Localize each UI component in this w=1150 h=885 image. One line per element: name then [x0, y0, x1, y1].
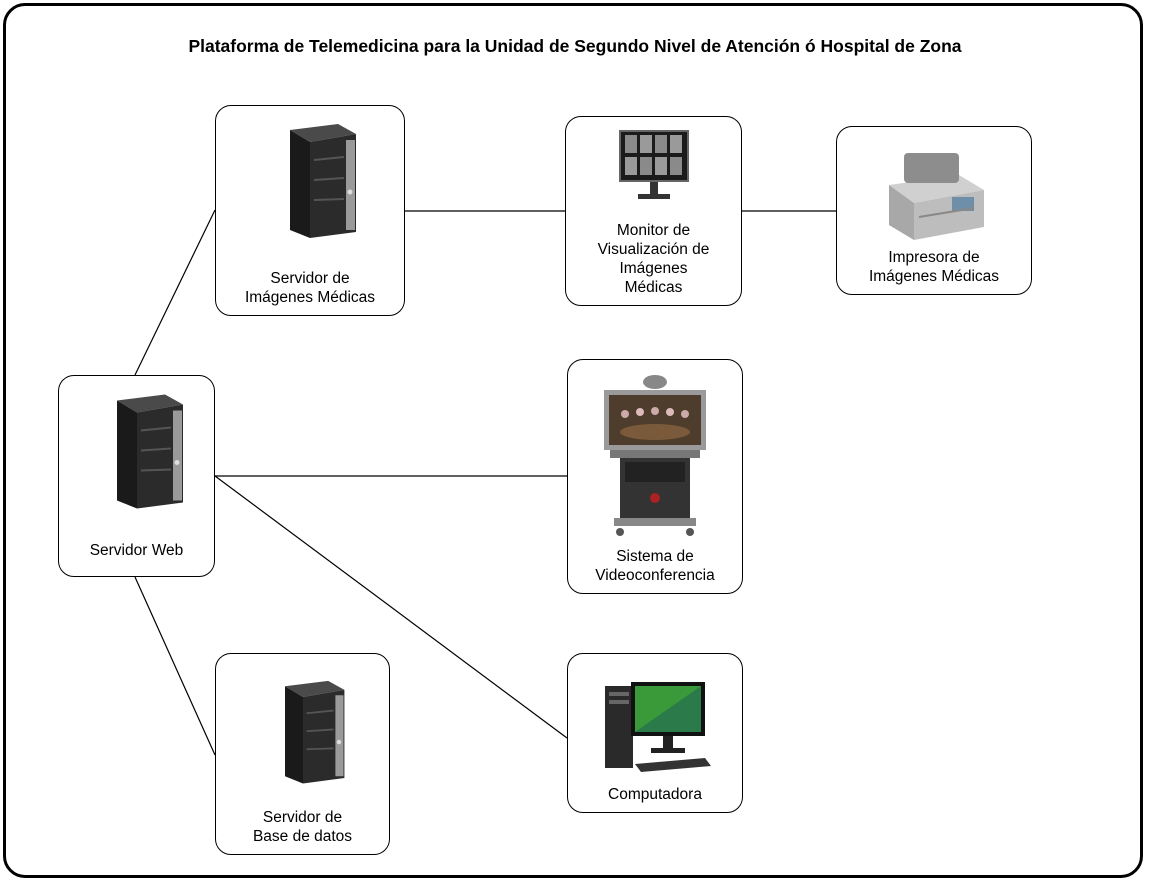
node-database-server[interactable]: Servidor de Base de datos — [215, 653, 390, 855]
node-imaging-monitor[interactable]: Monitor de Visualización de Imágenes Méd… — [565, 116, 742, 306]
node-label: Monitor de Visualización de Imágenes Méd… — [597, 222, 710, 296]
tower-server-icon — [290, 124, 356, 238]
link-web-to-database — [134, 576, 216, 756]
node-imaging-printer[interactable]: Impresora de Imágenes Médicas — [836, 126, 1032, 295]
link-web-to-computer — [214, 475, 568, 739]
node-label: Sistema de Videoconferencia — [595, 548, 715, 584]
videoconference-system-icon — [604, 375, 706, 536]
node-web-server[interactable]: Servidor Web — [58, 375, 215, 577]
tower-server-icon — [284, 680, 344, 784]
node-imaging-server[interactable]: Servidor de Imágenes Médicas — [215, 105, 405, 316]
node-label: Servidor Web — [89, 542, 184, 559]
node-label: Servidor de Imágenes Médicas — [244, 270, 376, 306]
diagram-title: Plataforma de Telemedicina para la Unida… — [188, 36, 962, 56]
node-label: Computadora — [608, 786, 702, 803]
tower-server-icon — [116, 394, 183, 509]
link-web-to-imaging-server — [134, 209, 216, 376]
medical-monitor-icon — [618, 130, 689, 199]
desktop-computer-icon — [605, 682, 711, 772]
node-label: Servidor de Base de datos — [252, 809, 353, 845]
medical-printer-icon — [889, 153, 984, 240]
node-label: Impresora de Imágenes Médicas — [868, 249, 1000, 285]
diagram-frame — [3, 3, 1143, 878]
node-videoconference[interactable]: Sistema de Videoconferencia — [567, 359, 743, 594]
node-computer[interactable]: Computadora — [567, 653, 743, 813]
